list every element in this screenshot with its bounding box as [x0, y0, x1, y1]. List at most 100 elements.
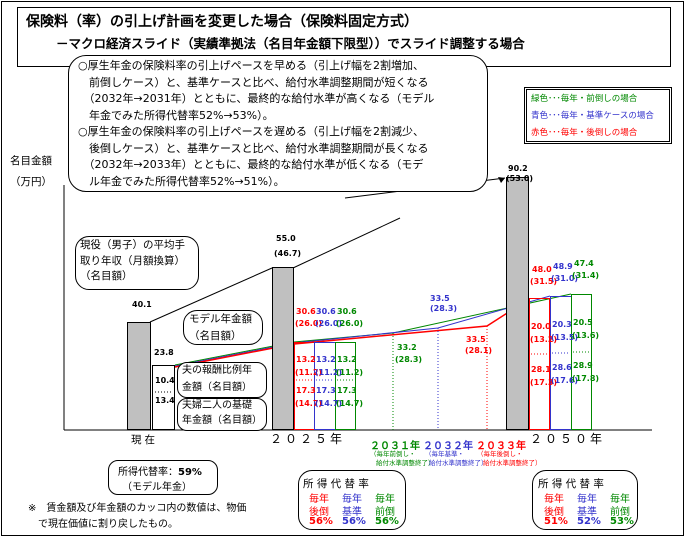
pension-2025-total-real: (26.0): [315, 319, 343, 328]
pension-2050-total: 48.0: [532, 265, 552, 274]
basic-callout-text: 夫婦二人の基礎年金額（名目額）: [182, 400, 262, 426]
basic-2050-real: (17.8): [572, 374, 600, 383]
green-2031-real: (28.3): [395, 355, 423, 364]
basic-2050: 28.9: [573, 361, 593, 370]
case-label: 毎年: [544, 494, 564, 505]
replacement-y2050-value: 51%: [544, 516, 568, 527]
footnote: ※ 賃金額及び年金額のカッコ内の数値は、物価 で現在価値に割り戻したもの。: [28, 503, 247, 530]
note-2032: （毎年基準・給付水準調整終了）: [425, 450, 488, 467]
wage-2050-real: (53.0): [506, 174, 534, 183]
legend-red: 赤色･･･毎年・後倒しの場合: [531, 128, 638, 138]
model-callout-text: モデル年金額（名目額）: [189, 313, 252, 342]
case-label: 前倒: [610, 507, 630, 518]
basic-2050: 28.1: [531, 365, 551, 374]
arrow-head: [498, 177, 505, 183]
basic-2050: 28.6: [552, 363, 572, 372]
case-label: 後倒: [544, 507, 564, 518]
legend-green: 緑色･･･毎年・前倒しの場合: [531, 94, 638, 104]
wage-line-2: [292, 217, 401, 269]
earnings-2025: 13.2: [316, 355, 336, 364]
blue-2032-value: 33.5: [430, 294, 450, 303]
replacement-now-bubble: [108, 460, 218, 495]
year-2033: ２０３３年: [476, 441, 526, 452]
year-now: 現在: [131, 434, 158, 446]
replacement-now-sub: （モデル年金）: [122, 482, 192, 493]
subtitle: －マクロ経済スライド（実績準拠法（名目年金額下限型））でスライド調整する場合: [56, 36, 525, 51]
legend-blue: 青色･･･毎年・基準ケースの場合: [531, 111, 654, 121]
basic-2025: 17.3: [316, 386, 336, 395]
case-label: 後倒: [309, 507, 329, 518]
red-2033-value: 33.5: [466, 335, 486, 344]
replacement-now: 所得代替率：59%: [118, 467, 202, 478]
year-2031: ２０３１年: [370, 441, 420, 452]
earnings-2025-real: (11.2): [336, 368, 364, 377]
pension-2050-green: [571, 294, 592, 430]
basic-2025: 17.3: [337, 386, 357, 395]
case-label: 毎年: [309, 494, 329, 505]
pension-2025-green: [335, 342, 356, 430]
replacement-y2025-value: 56%: [375, 516, 399, 527]
earnings-2050-real: (13.6): [572, 331, 600, 340]
pension-2050-total: 48.9: [553, 262, 573, 271]
replacement-y2050-value: 52%: [577, 516, 601, 527]
wage-callout-text: 現役（男子）の平均手取り年収（月額換算）（名目額）: [80, 239, 185, 282]
basic-2025-real: (14.7): [336, 399, 364, 408]
blue-line: [174, 295, 551, 367]
basic-callout: [177, 398, 267, 431]
case-label: 毎年: [610, 494, 630, 505]
legend: [524, 87, 672, 144]
earnings-2050-real: (13.2): [530, 335, 558, 344]
earnings-2025-real: (11.2): [295, 368, 323, 377]
case-label: 基準: [577, 507, 597, 518]
pension-bar-now: [152, 365, 175, 430]
pension-2025-total-real: (26.0): [336, 319, 364, 328]
case-label: 前倒: [375, 507, 395, 518]
wage-callout: [75, 236, 199, 290]
replacement-2050-bubble: [532, 470, 638, 530]
earnings-2050: 20.0: [531, 322, 551, 331]
pension-2025-total: 30.6: [337, 307, 357, 316]
basic-2025-real: (14.7): [295, 399, 323, 408]
explanation-1: ○厚生年金の保険料率の引上げペースを早める（引上げ幅を2割増加、 前倒しケース）…: [78, 59, 435, 122]
basic-now: 13.4: [155, 396, 175, 405]
basic-2025: 17.3: [296, 386, 316, 395]
pension-2050-total: 47.4: [574, 259, 594, 268]
replacement-y2025-value: 56%: [342, 516, 366, 527]
note-2033: （毎年後倒し・給付水準調整終了）: [477, 450, 542, 467]
wage-2025-real: (46.7): [274, 249, 302, 258]
note-2031: （毎年前倒し・給付水準調整終了）: [370, 450, 435, 467]
pension-2025-total: 30.6: [296, 307, 316, 316]
green-2031-value: 33.2: [397, 343, 417, 352]
basic-2025-real: (14.7): [315, 399, 343, 408]
replacement-y2050-title: 所 得 代 替 率: [538, 478, 604, 490]
pension-2050-total-real: (31.0): [551, 274, 579, 283]
earnings-callout-text: 夫の報酬比例年金額（名目額）: [182, 365, 252, 393]
explanation-bubble: [68, 55, 488, 192]
earnings-2050-real: (13.5): [551, 333, 579, 342]
year-2050: ２０５０年: [530, 432, 606, 446]
year-2025: ２０２５年: [270, 432, 346, 446]
pension-2050-red: [529, 298, 550, 430]
case-label: 毎年: [342, 494, 362, 505]
pension-2050-total-real: (31.5): [530, 277, 558, 286]
wage-line-1: [149, 267, 273, 323]
earnings-2025-real: (11.2): [315, 368, 343, 377]
case-label: 毎年: [375, 494, 395, 505]
y-axis-label: 名目金額: [10, 155, 52, 167]
replacement-y2050-value: 53%: [610, 516, 634, 527]
blue-2032-real: (28.3): [430, 304, 458, 313]
y-axis-unit: （万円）: [10, 176, 52, 188]
year-2032: ２０３２年: [423, 441, 473, 452]
replacement-y2025-title: 所 得 代 替 率: [303, 478, 369, 490]
earnings-2050: 20.3: [552, 320, 572, 329]
wage-now: 40.1: [132, 300, 152, 309]
pension-2050-total-real: (31.4): [572, 271, 600, 280]
red-2033-real: (28.1): [465, 346, 493, 355]
model-callout: [183, 310, 263, 345]
earnings-2050: 20.5: [573, 318, 593, 327]
basic-2050-real: (17.6): [551, 376, 579, 385]
case-label: 基準: [342, 507, 362, 518]
title: 保険料（率）の引上げ計画を変更した場合（保険料固定方式）: [26, 14, 418, 30]
pension-2025-total-real: (26.0): [295, 319, 323, 328]
